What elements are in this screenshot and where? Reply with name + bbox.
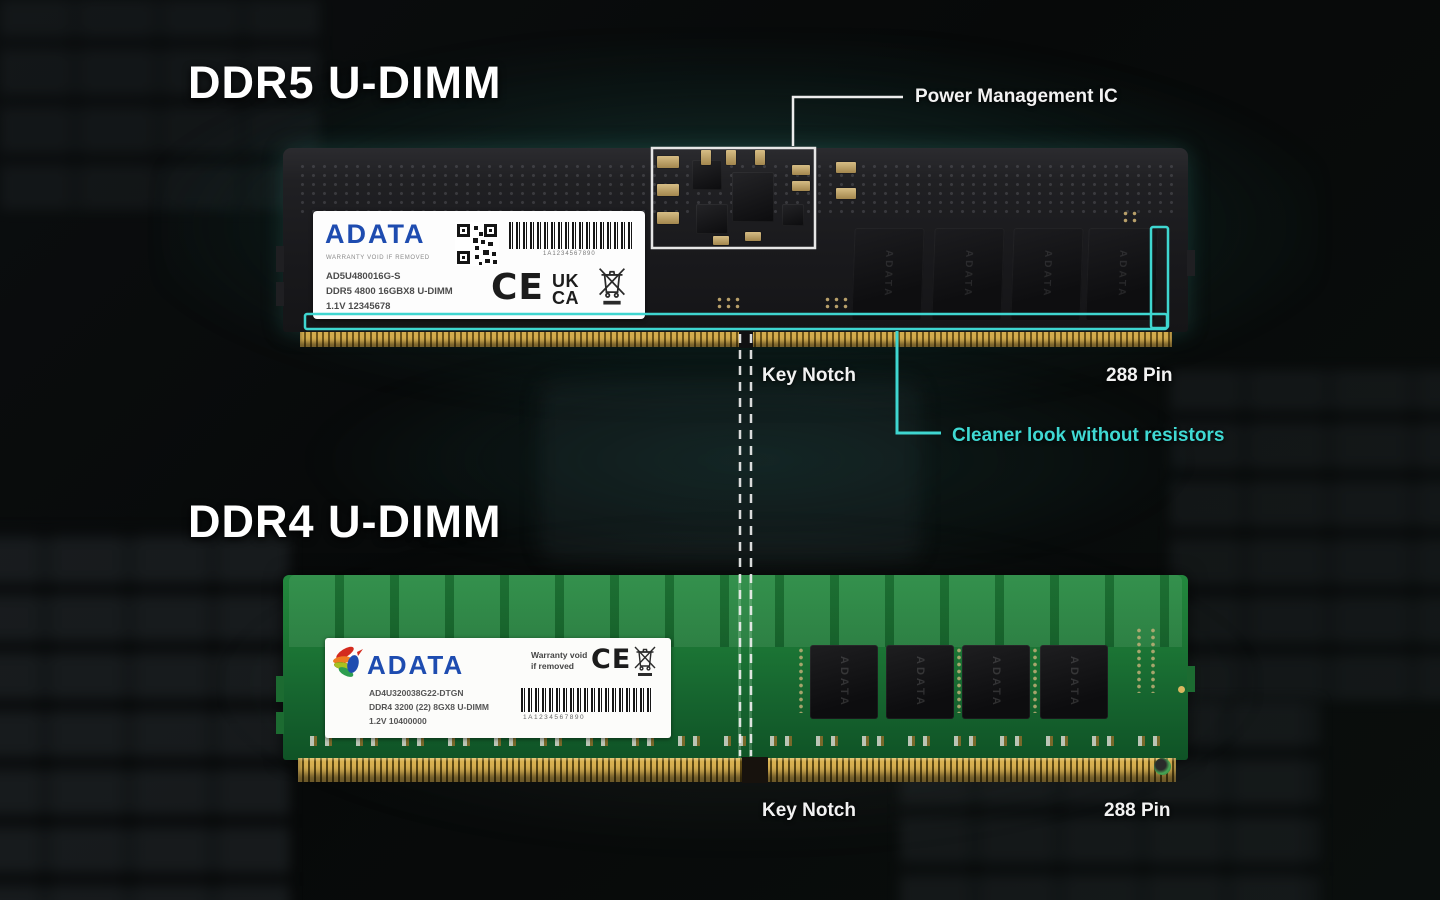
adata-bird-logo-icon — [333, 646, 363, 677]
ddr5-dram-chip: ADATA — [851, 228, 925, 321]
ddr4-center-traces — [738, 575, 752, 758]
pmic-small-chip — [696, 204, 728, 234]
cleaner-look-label: Cleaner look without resistors — [952, 425, 1225, 446]
barcode-number: 1A1234567890 — [523, 714, 586, 721]
solder-pads — [1121, 210, 1141, 223]
ddr4-edge-notch — [1187, 666, 1195, 692]
chip-brand-text: ADATA — [1115, 250, 1129, 299]
ddr4-dram-chip: ADATA — [962, 645, 1030, 719]
ddr4-surface-texture — [289, 575, 1182, 647]
ddr4-edge-pad — [1178, 686, 1185, 693]
ddr4-dram-chip: ADATA — [1040, 645, 1108, 719]
ce-mark: CE — [491, 267, 545, 308]
ddr4-key-notch-gap — [742, 757, 768, 783]
adata-logo: ADATA — [325, 219, 426, 249]
adata-logo: ADATA — [367, 650, 465, 680]
pmic-small-chip — [782, 204, 804, 226]
chip-brand-text: ADATA — [961, 250, 975, 299]
background-circuit-blur — [0, 530, 290, 900]
weee-recycle-icon — [599, 268, 625, 305]
barcode — [509, 222, 635, 249]
solder-pads — [823, 296, 849, 309]
background-shape-blur — [540, 380, 920, 560]
ukca-mark: UK CA — [552, 271, 579, 308]
voltage-serial: 1.2V 10400000 — [369, 716, 427, 726]
ddr5-pin-count-label: 288 Pin — [1106, 365, 1173, 386]
ddr5-dram-chip: ADATA — [1085, 228, 1159, 321]
part-number: AD4U320038G22-DTGN — [369, 688, 464, 698]
ddr5-dram-chip: ADATA — [931, 228, 1005, 321]
ddr5-key-notch-label: Key Notch — [762, 365, 856, 386]
ddr4-smd-components — [310, 736, 1166, 746]
background-circuit-blur — [1170, 370, 1440, 700]
ddr5-key-notch-gap — [739, 331, 753, 348]
ddr5-dram-chip: ADATA — [1010, 228, 1084, 321]
warranty-text: WARRANTY VOID IF REMOVED — [326, 255, 430, 261]
chip-brand-text: ADATA — [1040, 250, 1054, 299]
pmic-callout-line — [791, 95, 903, 146]
voltage-serial: 1.1V 12345678 — [326, 301, 391, 312]
ddr5-gold-pins — [300, 332, 1172, 347]
ddr4-mount-hole — [1154, 758, 1171, 775]
ddr5-title: DDR5 U-DIMM — [188, 57, 502, 108]
solder-pads — [715, 296, 741, 309]
pmic-chip — [732, 172, 774, 222]
ddr5-edge-notch — [276, 246, 284, 272]
ddr4-title: DDR4 U-DIMM — [188, 496, 502, 547]
weee-recycle-icon — [634, 646, 656, 676]
ddr4-edge-notch — [276, 712, 284, 734]
module-description: DDR4 3200 (22) 8GX8 U-DIMM — [369, 702, 489, 712]
chip-brand-text: ADATA — [990, 656, 1002, 708]
ce-mark: CE — [591, 644, 632, 675]
ddr5-label: ADATA WARRANTY VOID IF REMOVED AD5U48001… — [313, 211, 645, 319]
chip-brand-text: ADATA — [914, 656, 926, 708]
ddr4-label: ADATA AD4U320038G22-DTGN DDR4 3200 (22) … — [325, 638, 671, 738]
warranty-text: Warranty void if removed — [531, 650, 588, 671]
barcode-number: 1A1234567890 — [543, 251, 596, 257]
ddr4-dram-chip: ADATA — [810, 645, 878, 719]
qr-code — [455, 222, 499, 266]
ddr4-dram-chip: ADATA — [886, 645, 954, 719]
chip-brand-text: ADATA — [881, 250, 895, 299]
ddr5-edge-notch — [1187, 250, 1195, 276]
module-description: DDR5 4800 16GBX8 U-DIMM — [326, 286, 453, 297]
ddr4-gold-pins — [298, 758, 1176, 782]
ddr4-edge-notch — [276, 676, 284, 702]
ddr5-edge-notch — [276, 282, 284, 306]
chip-brand-text: ADATA — [1068, 656, 1080, 708]
chip-brand-text: ADATA — [838, 656, 850, 708]
barcode — [521, 688, 653, 712]
pmic-label: Power Management IC — [915, 86, 1118, 107]
ddr4-pin-count-label: 288 Pin — [1104, 800, 1171, 821]
ddr4-key-notch-label: Key Notch — [762, 800, 856, 821]
part-number: AD5U480016G-S — [326, 271, 401, 282]
